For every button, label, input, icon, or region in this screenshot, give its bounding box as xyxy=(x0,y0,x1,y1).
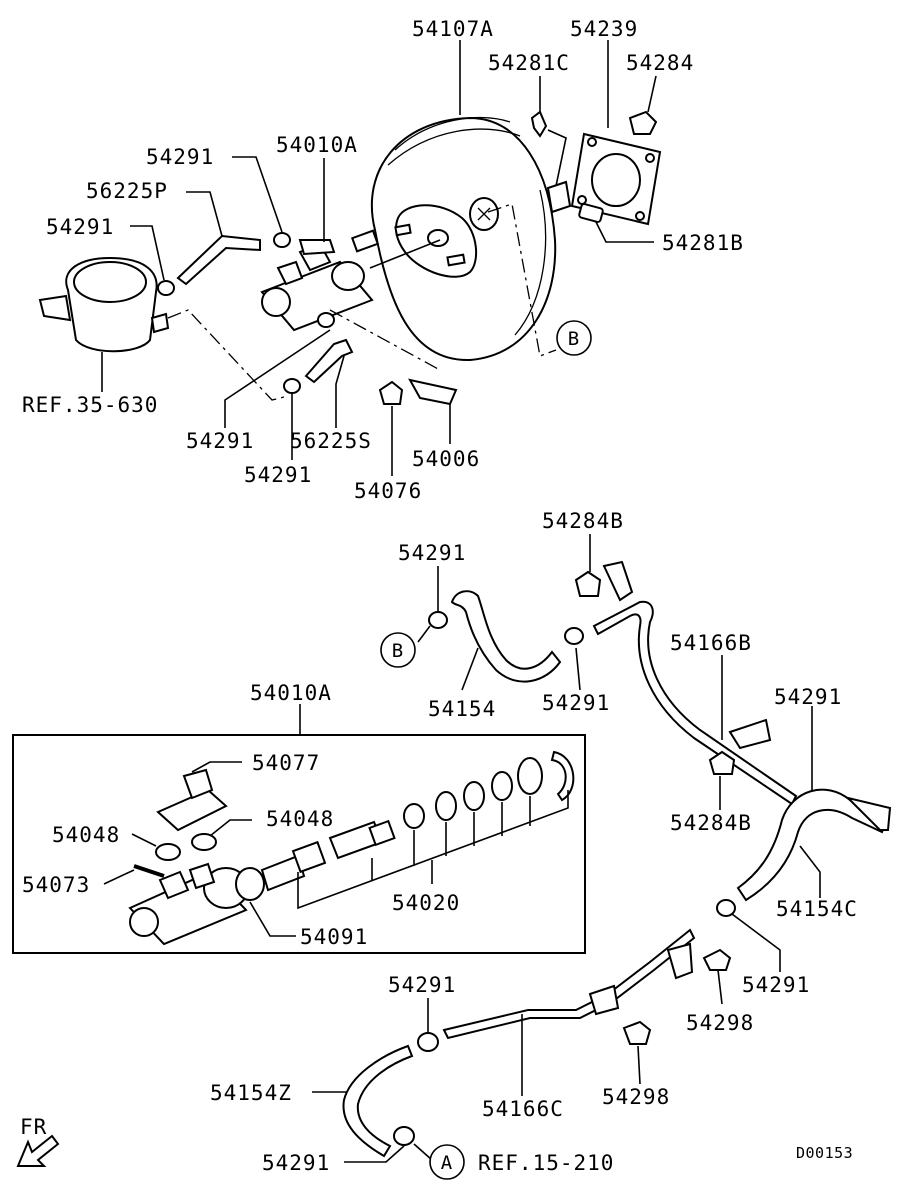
label-54048: 54048 xyxy=(266,807,334,831)
label-54154C: 54154C xyxy=(776,897,858,921)
label-54291: 54291 xyxy=(244,463,312,487)
nut-54284 xyxy=(628,110,658,135)
reservoir-cap-54077 xyxy=(156,768,228,832)
label-ref-35-630: REF.35-630 xyxy=(22,393,158,417)
svg-text:B: B xyxy=(568,328,580,350)
hose-56225S xyxy=(304,338,354,384)
label-54291: 54291 xyxy=(742,973,810,997)
label-54284B: 54284B xyxy=(670,811,752,835)
label-56225S: 56225S xyxy=(290,429,372,453)
label-54048: 54048 xyxy=(52,823,120,847)
o-ring-54091 xyxy=(235,867,265,901)
brake-booster xyxy=(370,116,572,362)
label-56225P: 56225P xyxy=(86,179,168,203)
master-cylinder-top xyxy=(260,229,380,332)
label-54010A: 54010A xyxy=(250,681,332,705)
label-54076: 54076 xyxy=(354,479,422,503)
label-54291: 54291 xyxy=(262,1151,330,1175)
label-54298: 54298 xyxy=(602,1085,670,1109)
label-54166C: 54166C xyxy=(482,1097,564,1121)
hose-54154 xyxy=(450,590,562,683)
label-54291: 54291 xyxy=(388,973,456,997)
bolt-54298 xyxy=(622,948,732,1045)
label-54154: 54154 xyxy=(428,697,496,721)
label-54166B: 54166B xyxy=(670,631,752,655)
label-54077: 54077 xyxy=(252,751,320,775)
label-54298: 54298 xyxy=(686,1011,754,1035)
pin-54281B xyxy=(578,203,604,223)
label-54291: 54291 xyxy=(542,691,610,715)
clamp-54291 xyxy=(157,232,335,394)
label-54281B: 54281B xyxy=(662,231,744,255)
label-54291: 54291 xyxy=(186,429,254,453)
pipe-54166C xyxy=(442,928,696,1040)
label-54291: 54291 xyxy=(46,215,114,239)
drawing-code: D00153 xyxy=(796,1144,853,1162)
label-54291: 54291 xyxy=(146,145,214,169)
label-fr: FR xyxy=(20,1115,47,1139)
piston-kit-54020 xyxy=(260,750,575,892)
grommet-54048 xyxy=(155,833,217,861)
hose-54154C xyxy=(736,788,892,902)
bracket-54006 xyxy=(408,378,458,406)
clevis-pin-54281C xyxy=(530,110,548,138)
pin-54073 xyxy=(133,864,165,878)
callout-b-top: B xyxy=(556,320,592,356)
label-54284: 54284 xyxy=(626,51,694,75)
callout-a-bottom: A xyxy=(429,1144,465,1180)
nut-54284B xyxy=(574,570,736,775)
label-54073: 54073 xyxy=(22,873,90,897)
label-ref-15-210: REF.15-210 xyxy=(478,1151,614,1175)
clamp-54291 xyxy=(393,899,736,1146)
pipe-54166B xyxy=(592,560,798,806)
fluid-reservoir xyxy=(38,256,170,353)
label-54291: 54291 xyxy=(774,685,842,709)
master-cylinder-body xyxy=(128,862,249,946)
svg-text:A: A xyxy=(441,1152,453,1174)
nut-54076 xyxy=(378,380,404,405)
label-54284B: 54284B xyxy=(542,509,624,533)
label-54020: 54020 xyxy=(392,891,460,915)
label-54281C: 54281C xyxy=(488,51,570,75)
label-54091: 54091 xyxy=(300,925,368,949)
label-54239: 54239 xyxy=(570,17,638,41)
label-54107A: 54107A xyxy=(412,17,494,41)
gasket-54239 xyxy=(570,132,662,226)
front-arrow-icon xyxy=(16,1134,60,1167)
svg-text:B: B xyxy=(392,640,404,662)
callout-b-mid: B xyxy=(380,632,416,668)
label-54006: 54006 xyxy=(412,447,480,471)
hose-54154Z xyxy=(342,1044,414,1158)
breakdown-box xyxy=(12,734,586,954)
label-54291: 54291 xyxy=(398,541,466,565)
hose-56225P xyxy=(176,234,261,286)
label-54010A: 54010A xyxy=(276,133,358,157)
label-54154Z: 54154Z xyxy=(210,1081,292,1105)
